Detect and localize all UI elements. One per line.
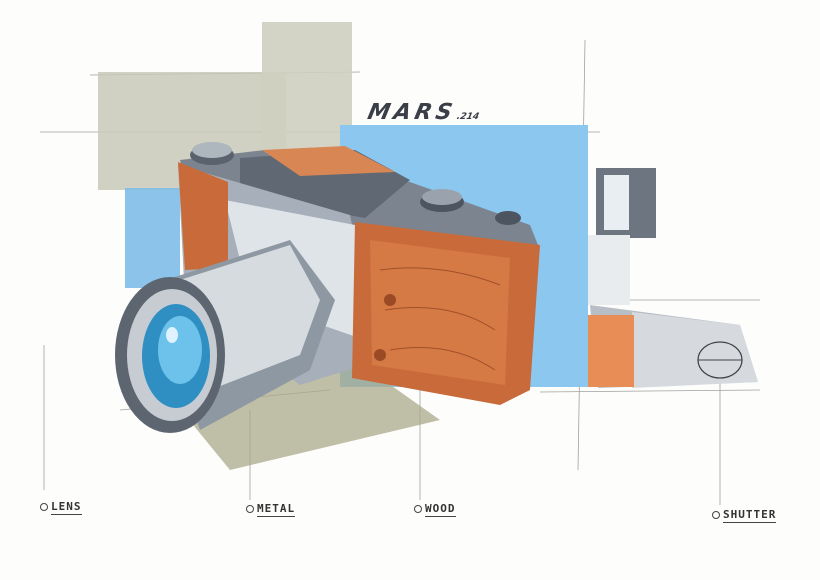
callout-metal: METAL [246,502,296,517]
callout-dot-icon [246,505,254,513]
callout-lens: LENS [40,500,82,515]
shutter-block [588,305,758,388]
callout-wood: WOOD [414,502,456,517]
callout-dot-icon [414,505,422,513]
callout-label: SHUTTER [723,508,777,523]
callout-label: METAL [257,502,296,517]
brand-model: .214 [455,112,481,122]
lens-assembly [115,240,335,433]
callout-label: WOOD [425,502,456,517]
brand-name: MARS [365,100,459,125]
callout-dot-icon [40,503,48,511]
callout-shutter: SHUTTER [712,508,777,523]
callout-dot-icon [712,511,720,519]
callout-label: LENS [51,500,82,515]
brand-logo: MARS.214 [365,100,482,125]
